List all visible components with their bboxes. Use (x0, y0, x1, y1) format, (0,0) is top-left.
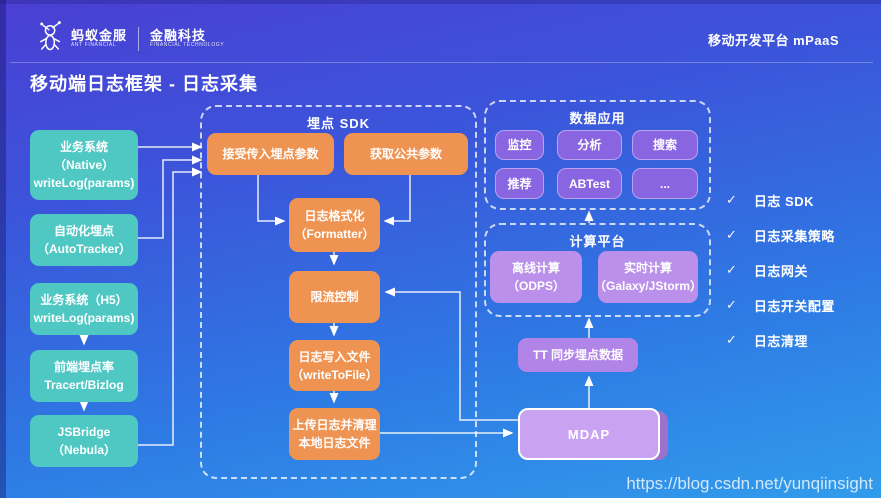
node-realtime-jstorm: 实时计算 （Galaxy/JStorm） (594, 251, 702, 303)
node-business-native: 业务系统（Native） writeLog(params) (30, 130, 138, 200)
brand-name-en: ANT FINANCIAL (71, 41, 117, 48)
section-sdk-title: 埋点 SDK (306, 116, 371, 131)
check-icon: ✓ (726, 262, 737, 277)
node-recommend: 推荐 (495, 168, 544, 199)
node-rate-limit: 限流控制 (289, 271, 380, 323)
node-tracert-bizlog: 前端埋点率 Tracert/Bizlog (30, 350, 138, 402)
page-title: 移动端日志框架 - 日志采集 (30, 74, 258, 94)
section-sdk: 埋点 SDK (200, 105, 477, 479)
checklist-item-log-clean: ✓ 日志清理 (726, 332, 808, 349)
checklist-item-switch-config: ✓ 日志开关配置 (726, 297, 835, 314)
checklist-item-log-sdk: ✓ 日志 SDK (726, 192, 814, 209)
section-compute-title: 计算平台 (569, 234, 626, 249)
check-icon: ✓ (726, 227, 737, 242)
node-upload-clean: 上传日志并清理 本地日志文件 (289, 408, 380, 460)
brand-name-cn: 蚂蚁金服 (71, 27, 128, 43)
section-data-apps-title: 数据应用 (569, 111, 626, 126)
platform-label: 移动开发平台 mPaaS (708, 33, 839, 48)
node-abtest: ABTest (557, 168, 622, 199)
node-write-to-file: 日志写入文件 （writeToFile） (289, 340, 380, 391)
node-autotracker: 自动化埋点 （AutoTracker） (30, 214, 138, 266)
node-more-apps: ... (632, 168, 698, 199)
node-analysis: 分析 (557, 130, 622, 160)
node-mdap: MDAP (518, 408, 668, 462)
check-icon: ✓ (726, 192, 737, 207)
checklist-item-collect-policy: ✓ 日志采集策略 (726, 227, 835, 244)
node-jsbridge-nebula: JSBridge （Nebula） (30, 415, 138, 467)
ant-icon (38, 20, 64, 57)
ant-financial-logo: 蚂蚁金服 ANT FINANCIAL 金融科技 FINANCIAL TECHNO… (38, 20, 224, 57)
section-compute: 计算平台 (484, 223, 711, 317)
logo-divider (138, 26, 140, 51)
checklist-item-log-gateway: ✓ 日志网关 (726, 262, 808, 279)
node-search: 搜索 (632, 130, 698, 160)
node-receive-params: 接受传入埋点参数 (207, 133, 334, 175)
watermark-url: https://blog.csdn.net/yunqiinsight (626, 474, 873, 493)
section-data-apps: 数据应用 (484, 100, 711, 210)
node-tt-sync: TT 同步埋点数据 (518, 338, 638, 372)
division-name-cn: 金融科技 (150, 27, 207, 43)
node-monitoring: 监控 (495, 130, 544, 160)
slide-left-edge (0, 0, 6, 498)
node-public-params: 获取公共参数 (344, 133, 468, 175)
node-formatter: 日志格式化 （Formatter） (289, 198, 380, 252)
node-offline-odps: 离线计算 （ODPS） (490, 251, 582, 303)
check-icon: ✓ (726, 297, 737, 312)
mdap-card: MDAP (518, 408, 660, 460)
check-icon: ✓ (726, 332, 737, 347)
header-divider (10, 62, 873, 63)
slide-top-edge (0, 0, 881, 4)
node-business-h5: 业务系统（H5） writeLog(params) (30, 283, 138, 335)
division-name-en: FINANCIAL TECHNOLOGY (150, 41, 225, 48)
